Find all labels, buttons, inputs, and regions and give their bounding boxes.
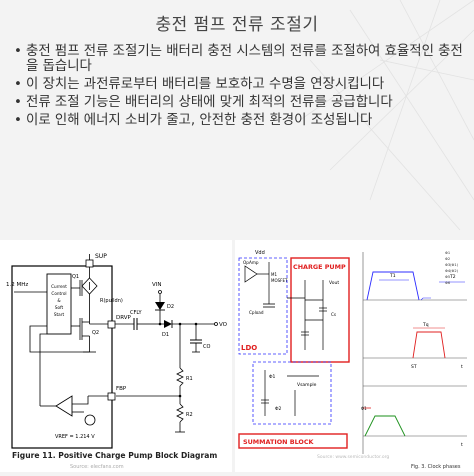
- svg-text:Φ5: Φ5: [445, 275, 450, 279]
- label-vref: VREF = 1.214 V: [55, 434, 95, 440]
- bullet-item: 이로 인해 에너지 소비가 줄고, 안전한 충전 환경이 조성됩니다: [14, 113, 464, 128]
- label-vsample: Vsample: [297, 382, 317, 388]
- label-vdd: Vdd: [255, 250, 265, 256]
- label-q2: Q2: [92, 330, 99, 336]
- charge-pump-block-diagram: SUP R(pulldn) 1.2 MHz Current Control & …: [0, 240, 232, 472]
- svg-text:Φ6: Φ6: [445, 281, 451, 285]
- label-cpload: Cpload: [249, 310, 264, 315]
- label-d2: D2: [167, 304, 174, 310]
- bullet-list: 충전 펌프 전류 조절기는 배터리 충전 시스템의 전류를 조절하여 효율적인 …: [14, 44, 464, 131]
- svg-text:ST: ST: [411, 364, 417, 370]
- label-r1: R1: [186, 376, 193, 382]
- diagram-source: Source: elecfans.com: [70, 464, 124, 470]
- label-cs: Cs: [331, 312, 336, 317]
- svg-text:Φ2: Φ2: [445, 257, 450, 261]
- label-opamp: OpAmp: [243, 260, 259, 265]
- bullet-item: 전류 조절 기능은 배터리의 상태에 맞게 최적의 전류를 공급합니다: [14, 95, 464, 110]
- label-r2: R2: [186, 412, 193, 418]
- clock-caption: Fig. 3. Clock phases: [411, 464, 461, 470]
- label-q1: Q1: [72, 274, 79, 280]
- label-vin: VIN: [152, 282, 162, 288]
- svg-text:Φ2: Φ2: [275, 406, 282, 412]
- label-vo: VO: [219, 322, 228, 328]
- label-cfly: CFLY: [130, 310, 142, 316]
- svg-text:Φ3(Φ1): Φ3(Φ1): [445, 263, 459, 267]
- block-diagram-svg: SUP R(pulldn) 1.2 MHz Current Control & …: [6, 253, 228, 470]
- svg-text:Control: Control: [51, 291, 66, 296]
- bullet-item: 이 장치는 과전류로부터 배터리를 보호하고 수명을 연장시킵니다: [14, 77, 464, 92]
- label-freq: 1.2 MHz: [6, 282, 28, 288]
- svg-text:T1: T1: [389, 273, 396, 279]
- label-charge-pump: CHARGE PUMP: [293, 263, 346, 271]
- svg-text:t: t: [461, 364, 463, 370]
- label-vout: Vout: [329, 280, 339, 286]
- circuit-clock-svg: Vdd OpAmp M1 MOSFET Cpload LDO CHARGE PU…: [238, 250, 467, 470]
- svg-text:Φ1: Φ1: [269, 374, 276, 380]
- svg-text:Φ1: Φ1: [361, 406, 367, 411]
- label-drvp: DRVP: [116, 315, 132, 321]
- label-summation-block: SUMMATION BLOCK: [243, 438, 315, 446]
- svg-text:Current: Current: [51, 284, 67, 289]
- svg-text:&: &: [57, 298, 61, 303]
- bullet-item: 충전 펌프 전류 조절기는 배터리 충전 시스템의 전류를 조절하여 효율적인 …: [14, 44, 464, 74]
- label-ldo: LDO: [241, 344, 257, 352]
- clock-phase-plot: T1 T2 Tq Φ1 ST t t Φ1 Φ2 Φ3(Φ1) Φ4(Φ2): [361, 251, 467, 454]
- svg-text:t: t: [461, 442, 463, 448]
- slide-title: 충전 펌프 전류 조절기: [155, 15, 319, 35]
- svg-text:Φ1: Φ1: [445, 251, 450, 255]
- label-sup: SUP: [95, 253, 107, 260]
- charge-pump-circuit-and-clock-phases: Vdd OpAmp M1 MOSFET Cpload LDO CHARGE PU…: [235, 240, 474, 472]
- label-d1: D1: [162, 332, 169, 338]
- svg-text:Soft: Soft: [55, 305, 64, 310]
- svg-text:Tq: Tq: [422, 322, 429, 328]
- svg-text:Φ4(Φ2): Φ4(Φ2): [445, 269, 459, 273]
- label-co: CO: [203, 344, 210, 350]
- circuit-source: Source: www.semiconductor.org: [317, 454, 389, 460]
- label-fbp: FBP: [116, 386, 127, 392]
- svg-text:Start: Start: [54, 312, 65, 317]
- svg-text:T2: T2: [449, 274, 456, 280]
- label-rpulldn: R(pulldn): [100, 298, 123, 304]
- svg-text:MOSFET: MOSFET: [271, 278, 288, 283]
- diagram-caption: Figure 11. Positive Charge Pump Block Di…: [12, 451, 217, 460]
- svg-text:M1: M1: [271, 272, 277, 277]
